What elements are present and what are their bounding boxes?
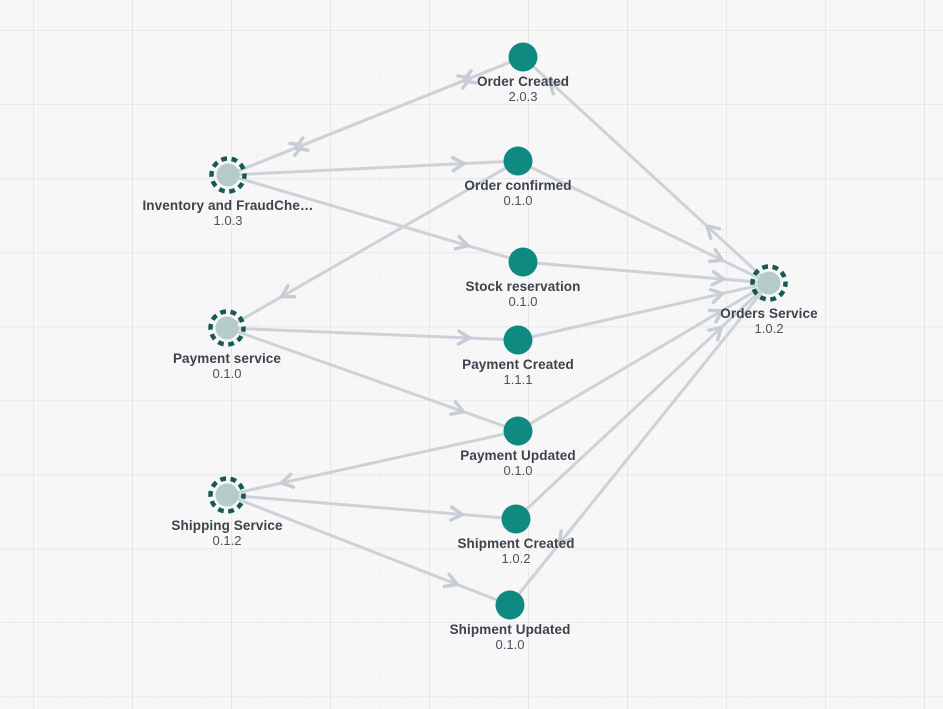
- arrowhead-icon: [547, 79, 564, 96]
- node-orders-service[interactable]: [750, 264, 788, 302]
- event-circle-icon: [503, 146, 533, 176]
- edge-orders-service--shipment-updated: [508, 281, 771, 607]
- arrowhead-icon: [707, 308, 724, 324]
- arrowhead-icon: [453, 234, 470, 251]
- arrowhead-icon: [461, 69, 478, 85]
- node-order-confirmed[interactable]: [503, 146, 533, 176]
- event-circle-icon: [503, 325, 533, 355]
- edge-payment-service--payment-created: [225, 326, 520, 346]
- node-inventory-service[interactable]: [209, 156, 247, 194]
- edge-order-confirmed--payment-service: [225, 159, 520, 330]
- event-circle-icon: [508, 247, 538, 277]
- service-dashed-ring-icon: [208, 309, 246, 347]
- edge-payment-created--orders-service: [516, 281, 771, 342]
- edge-payment-updated--shipping-service: [225, 429, 520, 497]
- arrowhead-icon: [442, 572, 459, 589]
- service-circle-icon: [216, 163, 240, 187]
- service-circle-icon: [757, 271, 781, 295]
- edge-order-created--inventory-service: [226, 55, 525, 177]
- arrowhead-icon: [557, 529, 574, 546]
- edge-stock-reservation--orders-service: [521, 260, 771, 287]
- node-payment-service[interactable]: [208, 309, 246, 347]
- arrowhead-icon: [449, 400, 466, 416]
- edge-order-confirmed--orders-service: [516, 159, 771, 285]
- arrowhead-icon: [450, 155, 466, 173]
- edge-orders-service--order-created: [521, 55, 771, 285]
- node-shipping-service[interactable]: [208, 476, 246, 514]
- service-dashed-ring-icon: [209, 156, 247, 194]
- node-stock-reservation[interactable]: [508, 247, 538, 277]
- arrowhead-icon: [707, 247, 725, 264]
- service-dashed-ring-icon: [750, 264, 788, 302]
- arrowhead-icon: [705, 224, 722, 241]
- event-circle-icon: [503, 416, 533, 446]
- service-circle-icon: [215, 316, 239, 340]
- event-circle-icon: [508, 42, 538, 72]
- edge-payment-updated--orders-service: [516, 281, 771, 433]
- arrowhead-icon: [293, 136, 310, 152]
- arrowhead-icon: [707, 325, 724, 342]
- edge-inventory-service--order-confirmed: [226, 155, 520, 177]
- service-circle-icon: [215, 483, 239, 507]
- node-shipment-created[interactable]: [501, 504, 531, 534]
- node-payment-created[interactable]: [503, 325, 533, 355]
- edge-shipping-service--shipment-updated: [225, 493, 512, 607]
- service-dashed-ring-icon: [208, 476, 246, 514]
- edge-inventory-service--stock-reservation: [226, 173, 525, 264]
- node-order-created[interactable]: [508, 42, 538, 72]
- event-circle-icon: [501, 504, 531, 534]
- edge-shipping-service--shipment-created: [225, 493, 518, 522]
- event-circle-icon: [495, 590, 525, 620]
- edge-shipment-created--orders-service: [514, 281, 771, 521]
- arrowhead-icon: [708, 287, 725, 305]
- arrowhead-icon: [279, 283, 297, 299]
- arrowhead-icon: [279, 472, 296, 489]
- arrowhead-icon: [710, 269, 726, 287]
- edge-payment-service--payment-updated: [225, 326, 520, 433]
- arrowhead-icon: [456, 329, 472, 346]
- node-shipment-updated[interactable]: [495, 590, 525, 620]
- node-payment-updated[interactable]: [503, 416, 533, 446]
- arrowhead-icon: [448, 505, 464, 522]
